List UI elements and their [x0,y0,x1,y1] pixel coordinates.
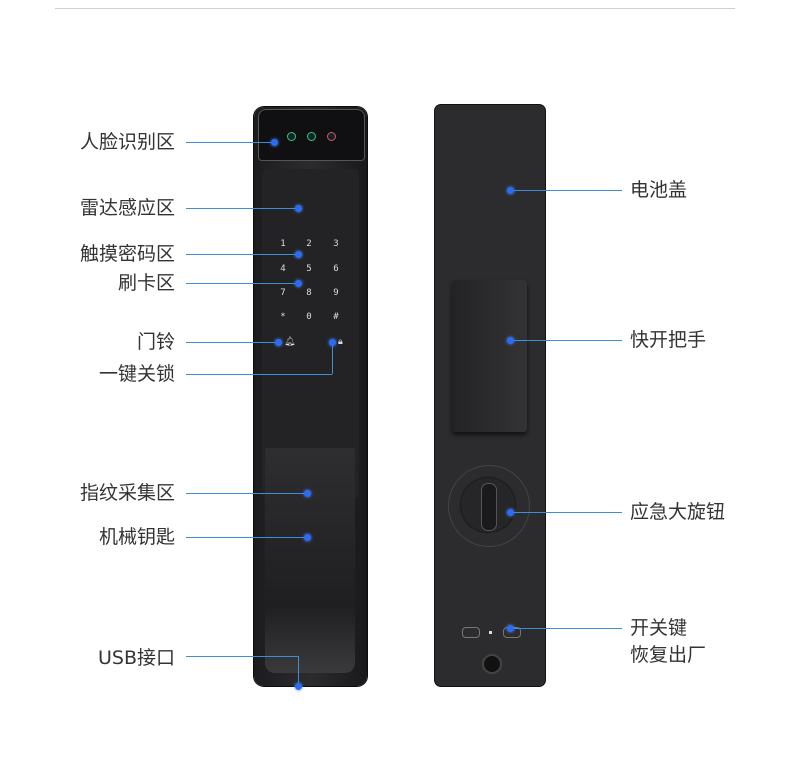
top-divider [55,8,735,9]
keypad-key[interactable]: 3 [333,239,339,249]
label-battery: 电池盖 [630,179,688,201]
label-card: 刷卡区 [117,272,175,294]
callout-line [186,283,298,284]
knob-ring [448,465,530,547]
callout-line [510,190,622,191]
label-doorbell: 门铃 [136,331,175,353]
callout-dot [507,187,514,194]
keypad-key[interactable]: # [333,312,339,322]
label-radar: 雷达感应区 [79,197,175,219]
label-factory-reset: 恢复出厂 [630,644,707,666]
callout-line [332,342,333,374]
callout-line [186,374,332,375]
callout-dot [275,339,282,346]
label-power-key: 开关键 [630,617,688,639]
front-lock-panel [254,107,367,686]
keypad-key[interactable]: 6 [333,264,339,274]
callout-dot [271,139,278,146]
callout-dot [507,509,514,516]
label-usb: USB接口 [97,647,175,669]
knob-grip [481,483,497,531]
callout-dot [304,490,311,497]
callout-line [186,656,298,657]
callout-line [298,656,299,686]
keypad-key[interactable]: 9 [333,288,339,298]
face-camera-module [258,109,365,161]
keypad-key[interactable]: 4 [280,264,286,274]
indicator-light [489,631,492,634]
quick-open-handle [452,280,527,432]
camera-led-icon [327,132,336,141]
callout-dot [295,683,302,690]
keypad-area [262,169,359,499]
keypad-key[interactable]: 2 [306,239,312,249]
label-quick-handle: 快开把手 [630,329,707,351]
camera-led-icon [307,132,316,141]
keyhole-icon [482,654,502,674]
bell-icon: 🔔︎ [284,337,296,347]
back-lock-panel [435,105,545,686]
label-one-key-lock: 一键关锁 [98,363,175,385]
callout-line [510,340,622,341]
callout-line [186,493,307,494]
keypad-key[interactable]: 1 [280,239,286,249]
callout-line [186,537,307,538]
keypad-key[interactable]: 7 [280,288,286,298]
callout-dot [295,280,302,287]
callout-dot [295,251,302,258]
label-touch-pin: 触摸密码区 [79,243,175,265]
front-handle [265,448,355,673]
callout-line [186,254,298,255]
lock-icon: 🔒︎ [338,337,343,347]
callout-line [186,342,276,343]
keypad-key[interactable]: 5 [306,264,312,274]
callout-dot [295,205,302,212]
label-face: 人脸识别区 [79,131,175,153]
callout-dot [507,625,514,632]
keypad-key[interactable]: 8 [306,288,312,298]
label-mech-key: 机械钥匙 [98,526,175,548]
callout-line [510,512,622,513]
label-emergency-knob: 应急大旋钮 [630,501,726,523]
label-fingerprint: 指纹采集区 [79,482,175,504]
callout-line [186,142,274,143]
power-button [462,627,480,638]
keypad-key[interactable]: 0 [306,312,312,322]
callout-dot [329,339,336,346]
camera-led-icon [287,132,296,141]
callout-line [186,208,298,209]
callout-line [510,628,622,629]
keypad-key[interactable]: * [280,312,286,322]
callout-dot [304,534,311,541]
callout-dot [507,337,514,344]
